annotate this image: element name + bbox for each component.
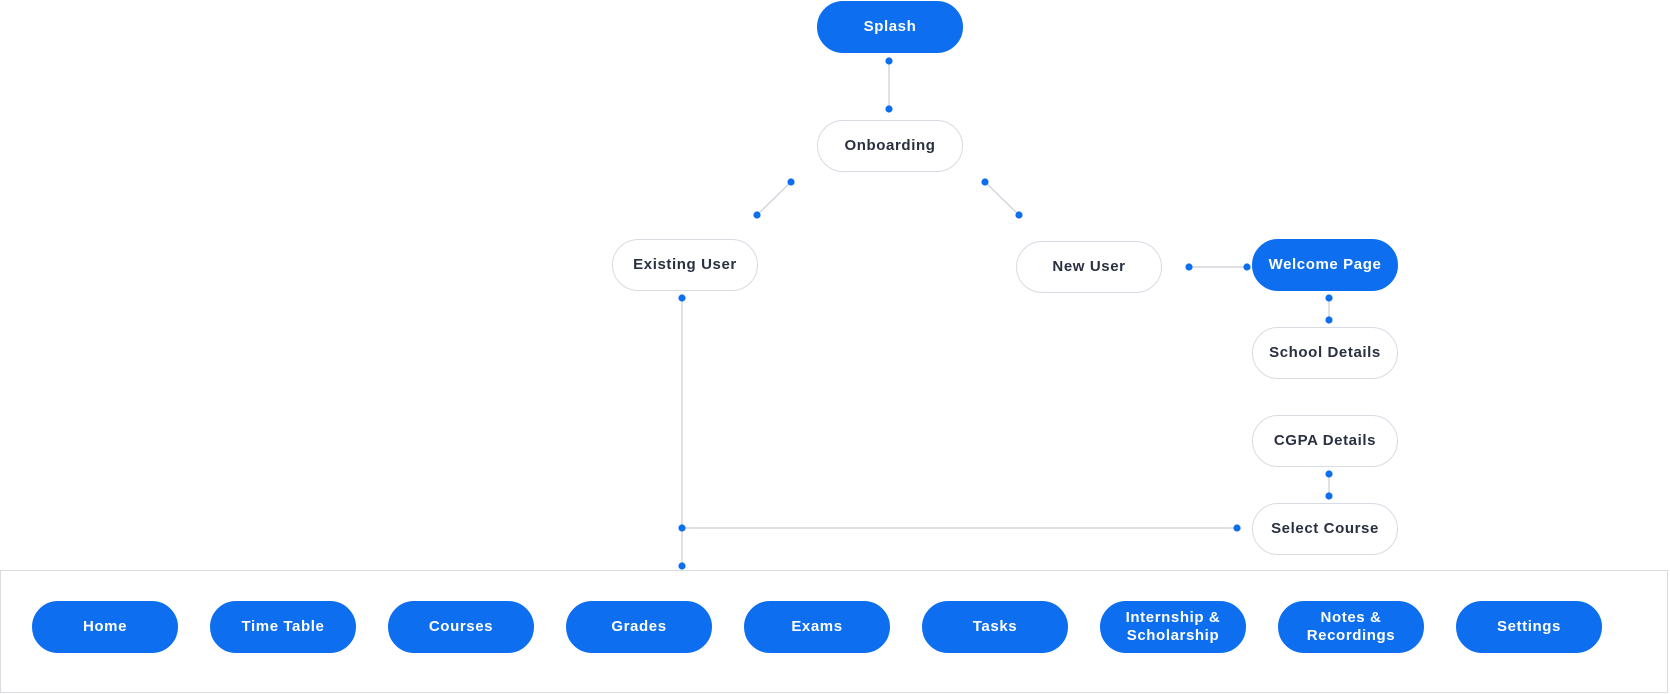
connector-dot bbox=[787, 178, 795, 186]
connector-dot bbox=[1325, 294, 1333, 302]
nav-exams[interactable]: Exams bbox=[744, 601, 890, 653]
school-details-node[interactable]: School Details bbox=[1252, 327, 1398, 379]
existing-user-node[interactable]: Existing User bbox=[612, 239, 758, 291]
nav-exams-label: Exams bbox=[791, 618, 843, 635]
select-course-node[interactable]: Select Course bbox=[1252, 503, 1398, 555]
nav-home-label: Home bbox=[82, 618, 128, 635]
nav-settings[interactable]: Settings bbox=[1456, 601, 1602, 653]
connector-dot bbox=[678, 562, 686, 570]
nav-grades-label: Grades bbox=[611, 618, 667, 635]
connector-onboarding-existing bbox=[756, 181, 792, 216]
welcome-page-label: Welcome Page bbox=[1268, 256, 1382, 273]
connector-dot bbox=[1325, 492, 1333, 500]
connector-dot bbox=[981, 178, 989, 186]
splash-label: Splash bbox=[863, 18, 917, 35]
connector-dot bbox=[1185, 263, 1193, 271]
welcome-page-node[interactable]: Welcome Page bbox=[1252, 239, 1398, 291]
existing-user-label: Existing User bbox=[633, 256, 737, 273]
connector-dot bbox=[678, 294, 686, 302]
nav-courses[interactable]: Courses bbox=[388, 601, 534, 653]
onboarding-node[interactable]: Onboarding bbox=[817, 120, 963, 172]
connector-dot bbox=[678, 524, 686, 532]
cgpa-details-node[interactable]: CGPA Details bbox=[1252, 415, 1398, 467]
nav-tasks-label: Tasks bbox=[972, 618, 1018, 635]
nav-internship-scholarship[interactable]: Internship & Scholarship bbox=[1100, 601, 1246, 653]
onboarding-label: Onboarding bbox=[844, 137, 936, 154]
school-details-label: School Details bbox=[1269, 344, 1381, 361]
nav-time-table[interactable]: Time Table bbox=[210, 601, 356, 653]
new-user-label: New User bbox=[1052, 258, 1126, 275]
nav-settings-label: Settings bbox=[1497, 618, 1561, 635]
connector-dot bbox=[1233, 524, 1241, 532]
nav-notes-recordings[interactable]: Notes & Recordings bbox=[1278, 601, 1424, 653]
nav-notes-recordings-label: Notes & Recordings bbox=[1306, 609, 1396, 644]
main-nav-panel: Home Time Table Courses Grades Exams Tas… bbox=[0, 570, 1668, 693]
connector-dot bbox=[1015, 211, 1023, 219]
nav-internship-scholarship-label: Internship & Scholarship bbox=[1125, 609, 1221, 644]
connector-dot bbox=[885, 57, 893, 65]
nav-courses-label: Courses bbox=[428, 618, 494, 635]
cgpa-details-label: CGPA Details bbox=[1273, 432, 1377, 449]
nav-time-table-label: Time Table bbox=[241, 618, 325, 635]
connector-onboarding-new bbox=[984, 181, 1020, 216]
connector-dot bbox=[885, 105, 893, 113]
nav-grades[interactable]: Grades bbox=[566, 601, 712, 653]
nav-tasks[interactable]: Tasks bbox=[922, 601, 1068, 653]
splash-node[interactable]: Splash bbox=[817, 1, 963, 53]
connector-dot bbox=[1325, 316, 1333, 324]
connector-dot bbox=[1325, 470, 1333, 478]
connector-dot bbox=[1243, 263, 1251, 271]
new-user-node[interactable]: New User bbox=[1016, 241, 1162, 293]
select-course-label: Select Course bbox=[1271, 520, 1379, 537]
connector-dot bbox=[753, 211, 761, 219]
nav-home[interactable]: Home bbox=[32, 601, 178, 653]
